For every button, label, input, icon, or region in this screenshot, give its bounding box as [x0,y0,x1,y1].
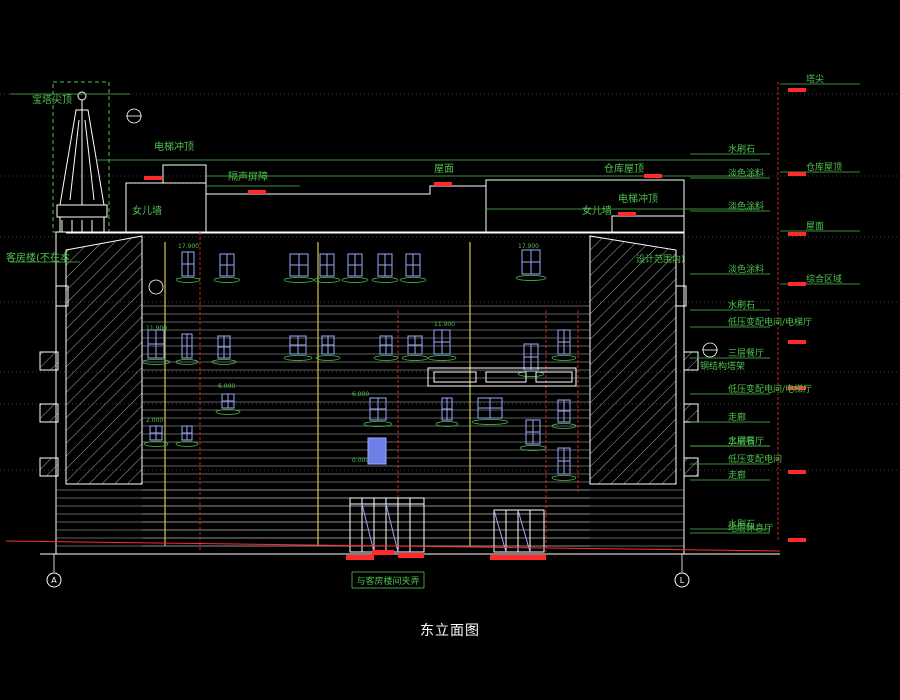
left-labels: 宝塔尖顶 客房楼(不在本 [6,93,72,264]
section-markers [126,108,718,358]
label-parapet-left: 女儿墙 [132,204,162,217]
grid-axes: A L [46,554,690,588]
right-label: 淡色涂料 [728,200,764,212]
right-label: 走廊 [728,411,746,423]
far-right-label: 屋面 [806,221,824,232]
label-design-scope: 设计范围内) [636,253,685,265]
far-right-label: 综合区域 [806,273,842,285]
mid-annotations: 钢结构塔架 设计范围内) [636,253,745,372]
entrance-doors [349,437,545,553]
elev-marker: 6.000 [352,391,369,398]
right-label: 低压变配电间/电梯厅 [728,316,812,328]
far-right-label: 仓库屋顶 [806,161,842,173]
grid-bubble-right [674,572,690,588]
right-label: 水刷石 [728,299,755,311]
dimension-lines [199,82,779,552]
right-label: 走廊 [728,469,746,481]
label-guest: 客房楼(不在本 [6,251,70,264]
right-label: 低压变配电间/电梯厅 [728,383,812,395]
right-labels: 水刷石淡色涂料淡色涂料淡色涂料水刷石低压变配电间/电梯厅三层餐厅低压变配电间/电… [728,143,812,534]
elev-marker: 2.000 [146,417,163,424]
roof-structures [66,164,685,234]
hatched-wall-right [589,235,699,485]
label-storage-roof: 仓库屋顶 [604,162,644,175]
label-barrier: 隔声屏障 [228,170,268,183]
bottom-note-text: 与客房楼间夹弄 [356,575,419,587]
bottom-note: 与客房楼间夹弄 [351,571,425,589]
column-lines [164,242,471,546]
elev-marker: 6.000 [218,383,235,390]
drawing-title: 东立面图 [420,623,480,639]
label-parapet-right: 女儿墙 [582,204,612,217]
right-label: 地层休息厅 [728,522,773,534]
label-elevator-top: 电梯冲顶 [154,140,194,153]
right-leader-lines [690,83,860,534]
far-right-label: 塔尖 [806,73,824,85]
base-red-tags [346,550,546,560]
right-label: 二层餐厅 [728,435,764,447]
elevation-markers: 17.900 17.900 11.900 11.900 6.000 6.000 … [146,243,539,464]
red-elevation-labels [144,88,806,542]
top-leader-lines [10,93,760,263]
elev-marker: 0.000 [352,457,369,464]
grid-bubble-left [46,572,62,588]
label-elevator-top-2: 电梯冲顶 [618,192,658,205]
balcony-railing [427,367,577,387]
top-labels: 电梯冲顶 隔声屏障 屋面 仓库屋顶 电梯冲顶 女儿墙 女儿墙 [132,140,658,217]
right-label: 水刷石 [728,435,755,447]
windows [141,249,577,481]
elev-marker: 17.900 [178,243,199,250]
right-label: 淡色涂料 [728,263,764,275]
grid-label-right: L [680,576,685,585]
right-label: 低压变配电间 [728,453,782,465]
label-spire: 宝塔尖顶 [32,93,72,106]
hatched-wall-left [39,235,143,485]
right-label: 三层餐厅 [728,347,764,359]
right-label: 水刷石 [728,518,755,530]
label-steel-tower: 钢结构塔架 [700,360,745,372]
grid-label-left: A [51,576,57,585]
building-facade [55,231,685,555]
elev-marker: 17.900 [518,243,539,250]
right-label: 水刷石 [728,143,755,155]
right-label: 淡色涂料 [728,167,764,179]
elev-marker: 11.900 [146,325,167,332]
elev-marker: 11.900 [434,321,455,328]
label-roof-center: 屋面 [434,163,454,175]
